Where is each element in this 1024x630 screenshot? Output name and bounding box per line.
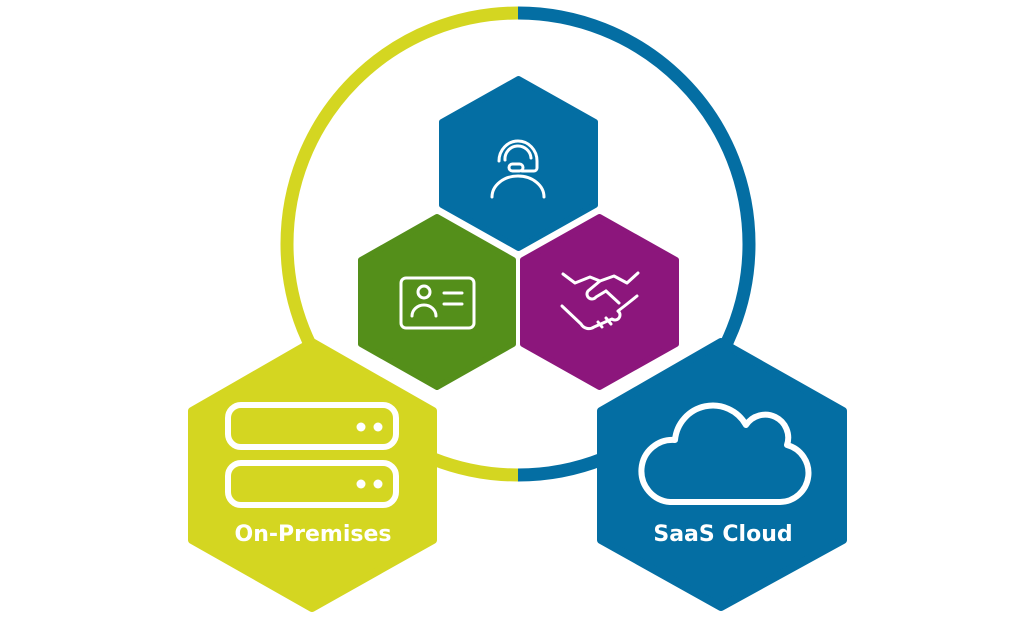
hexagon-partnership	[520, 214, 679, 390]
headset-user-icon	[490, 139, 546, 199]
server-status-dots	[356, 422, 383, 489]
id-card-icon	[399, 276, 476, 330]
saas-cloud-label: SaaS Cloud	[653, 522, 792, 547]
server-icon	[225, 402, 399, 508]
handshake-icon	[560, 271, 640, 331]
cloud-icon	[638, 402, 812, 505]
hexagon-on-premises: On-Premises	[188, 338, 437, 612]
on-premises-label: On-Premises	[235, 522, 392, 547]
hexagon-identity	[358, 214, 516, 390]
hexagon-support	[439, 76, 598, 251]
hexagon-saas-cloud: SaaS Cloud	[597, 338, 847, 611]
